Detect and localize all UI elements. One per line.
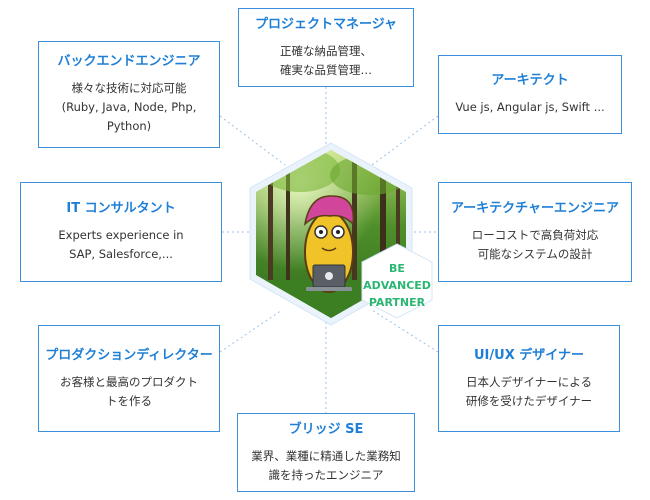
card-desc: 業界、業種に精通した業務知 識を持ったエンジニア	[251, 448, 401, 482]
card-desc: 正確な納品管理、 確実な品質管理…	[280, 43, 372, 77]
card-title: プロダクションディレクター	[45, 347, 213, 363]
badge-line-3: PARTNER	[368, 296, 426, 309]
badge-hexagon	[361, 243, 433, 319]
card-bridge-se: ブリッジ SE 業界、業種に精通した業務知 識を持ったエンジニア	[237, 413, 415, 492]
card-title: UI/UX デザイナー	[474, 347, 584, 363]
card-architect: アーキテクト Vue js, Angular js, Swift ...	[438, 55, 622, 134]
card-uiux-designer: UI/UX デザイナー 日本人デザイナーによる 研修を受けたデザイナー	[438, 325, 620, 432]
card-title: IT コンサルタント	[66, 201, 176, 216]
card-title: アーキテクト	[491, 73, 569, 88]
card-title: ブリッジ SE	[288, 421, 364, 437]
card-production-director: プロダクションディレクター お客様と最高のプロダクト トを作る	[38, 325, 220, 432]
card-desc: 日本人デザイナーによる 研修を受けたデザイナー	[465, 374, 593, 408]
card-desc: Vue js, Angular js, Swift ...	[455, 100, 605, 114]
card-desc: ローコストで高負荷対応 可能なシステムの設計	[471, 228, 599, 261]
card-backend-engineer: バックエンドエンジニア 様々な技術に対応可能 (Ruby, Java, Node…	[38, 41, 220, 148]
card-title: バックエンドエンジニア	[57, 54, 201, 69]
card-title: アーキテクチャーエンジニア	[450, 201, 620, 216]
card-desc: お客様と最高のプロダクト トを作る	[60, 374, 198, 408]
card-desc: 様々な技術に対応可能 (Ruby, Java, Node, Php, Pytho…	[61, 81, 197, 133]
partner-badge: BE ADVANCED PARTNER	[352, 260, 442, 311]
card-architecture-engineer: アーキテクチャーエンジニア ローコストで高負荷対応 可能なシステムの設計	[438, 182, 632, 282]
card-title: プロジェクトマネージャ	[254, 16, 398, 32]
badge-line-1: BE	[389, 262, 405, 275]
badge-line-2: ADVANCED	[363, 279, 431, 292]
card-desc: Experts experience in SAP, Salesforce,..…	[58, 228, 184, 261]
card-project-manager: プロジェクトマネージャ 正確な納品管理、 確実な品質管理…	[238, 8, 414, 87]
card-it-consultant: IT コンサルタント Experts experience in SAP, Sa…	[20, 182, 222, 282]
